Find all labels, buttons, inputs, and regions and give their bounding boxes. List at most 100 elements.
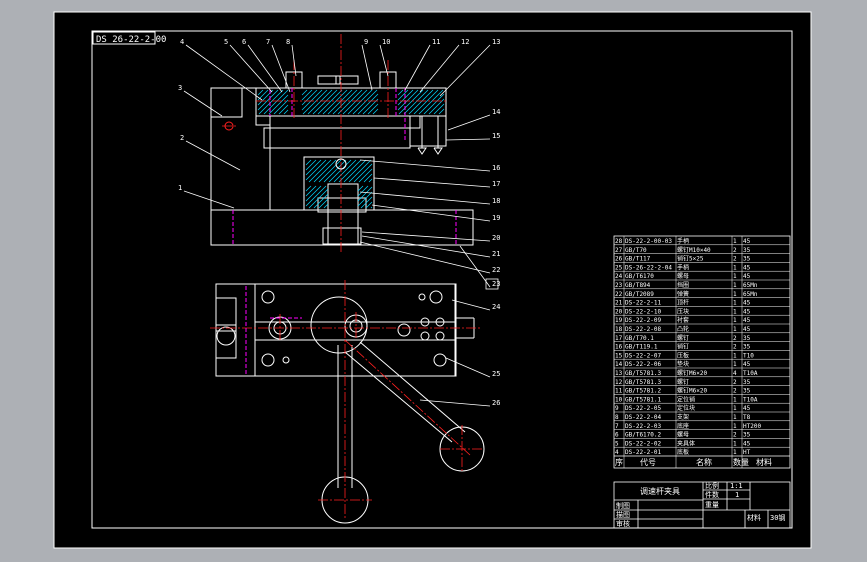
- title-block-count-value: 1: [735, 491, 739, 499]
- bom-cell: 夹具体: [677, 439, 695, 447]
- callout-leader: [185, 140, 241, 171]
- bom-cell: GB/T2089: [625, 291, 654, 298]
- bom-cell: 15: [615, 352, 623, 359]
- bom-cell: 1: [733, 352, 737, 359]
- callout-leader: [459, 245, 491, 288]
- bom-cell: GB/T119.1: [625, 344, 658, 351]
- callout-leader: [359, 191, 491, 205]
- callout-leaders: [183, 44, 491, 407]
- bom-cell: 1: [733, 238, 737, 245]
- callout-leader: [379, 44, 389, 77]
- bom-cell: 螺母: [677, 431, 689, 439]
- bom-cell: 35: [743, 247, 751, 254]
- bom-cell: 支架: [677, 413, 689, 421]
- bom-cell: 1: [733, 405, 737, 412]
- callout-11: 11: [432, 38, 440, 46]
- bom-cell: 25: [615, 264, 623, 271]
- bom-cell: 18: [615, 326, 623, 333]
- bom-cell: 1: [733, 326, 737, 333]
- bom-cell: 35: [743, 344, 751, 351]
- bom-header-seq: 序: [615, 457, 623, 467]
- bom-frame: [613, 235, 791, 469]
- callout-4: 4: [180, 38, 184, 46]
- bom-cell: DS-22-2-06: [625, 361, 662, 368]
- bom-cell: 14: [615, 361, 623, 368]
- bom-cell: 24: [615, 273, 623, 280]
- bom-cell: 定位块: [677, 404, 695, 412]
- callout-17: 17: [492, 180, 500, 188]
- callout-24: 24: [492, 303, 500, 311]
- bom-cell: 1: [733, 317, 737, 324]
- bom-cell: 4: [615, 449, 619, 456]
- callout-leader: [229, 44, 273, 93]
- bom-cell: 45: [743, 317, 751, 324]
- bom-cell: 2: [733, 335, 737, 342]
- callout-leader: [271, 44, 291, 93]
- bom-cell: 1: [733, 273, 737, 280]
- bom-cell: 螺钉M6×20: [677, 369, 707, 377]
- bom-cell: 弹簧: [677, 290, 689, 298]
- bom-cell: HT: [743, 449, 751, 456]
- bom-cell: 12: [615, 379, 623, 386]
- title-block-count-label: 件数: [705, 490, 719, 499]
- bom-cell: 手柄: [677, 237, 689, 245]
- title-block-material-label: 材料: [747, 513, 761, 522]
- title-tag: DS 26-22-2-00: [96, 35, 166, 45]
- bom-cell: 1: [733, 361, 737, 368]
- bom-cell: 26: [615, 256, 623, 263]
- bom-cell: 2: [733, 388, 737, 395]
- bom-cell: 45: [743, 273, 751, 280]
- callout-8: 8: [286, 38, 290, 46]
- bom-cell: 销钉: [677, 343, 689, 351]
- callout-2: 2: [180, 134, 184, 142]
- front-view-hidden-lines: [232, 88, 457, 245]
- bom-cell: 22: [615, 291, 623, 298]
- callout-leader: [445, 138, 491, 141]
- title-block-review-label: 审核: [616, 519, 630, 528]
- bom-cell: 16: [615, 344, 623, 351]
- top-view-hidden-lines: [245, 286, 302, 374]
- bom-cell: DS-26-22-2-04: [625, 264, 672, 271]
- title-block-weight-label: 重量: [705, 501, 719, 509]
- bom-cell: 17: [615, 335, 623, 342]
- callout-16: 16: [492, 164, 500, 172]
- bom-cell: 45: [743, 300, 751, 307]
- bom-cell: 1: [733, 449, 737, 456]
- bom-cell: 6: [615, 432, 619, 439]
- bom-cell: 1: [733, 423, 737, 430]
- bom-cell: T8: [743, 414, 751, 421]
- bom-cell: 1: [733, 308, 737, 315]
- bom-cell: 9: [615, 405, 619, 412]
- title-block-scale-value: 1:1: [730, 482, 743, 490]
- bom-cell: 2: [733, 247, 737, 254]
- callout-3: 3: [178, 84, 182, 92]
- bom-cell: 7: [615, 423, 619, 430]
- bom-cell: 螺钉M10×40: [677, 246, 711, 254]
- callout-10: 10: [382, 38, 390, 46]
- callout-14: 14: [492, 108, 500, 116]
- top-view: [215, 283, 485, 524]
- callout-leader: [451, 299, 491, 311]
- title-block-name: 调速杆夹具: [640, 486, 680, 496]
- bom-cell: DS-22-2-00-03: [625, 238, 672, 245]
- bom-cell: 2: [733, 256, 737, 263]
- bom-cell: 压板: [677, 351, 689, 359]
- bom-cell: 65Mn: [743, 282, 758, 289]
- bom-cell: 45: [743, 405, 751, 412]
- bom-cell: DS-22-2-02: [625, 440, 662, 447]
- title-tag-box: [92, 31, 156, 45]
- bom-cell: 20: [615, 308, 623, 315]
